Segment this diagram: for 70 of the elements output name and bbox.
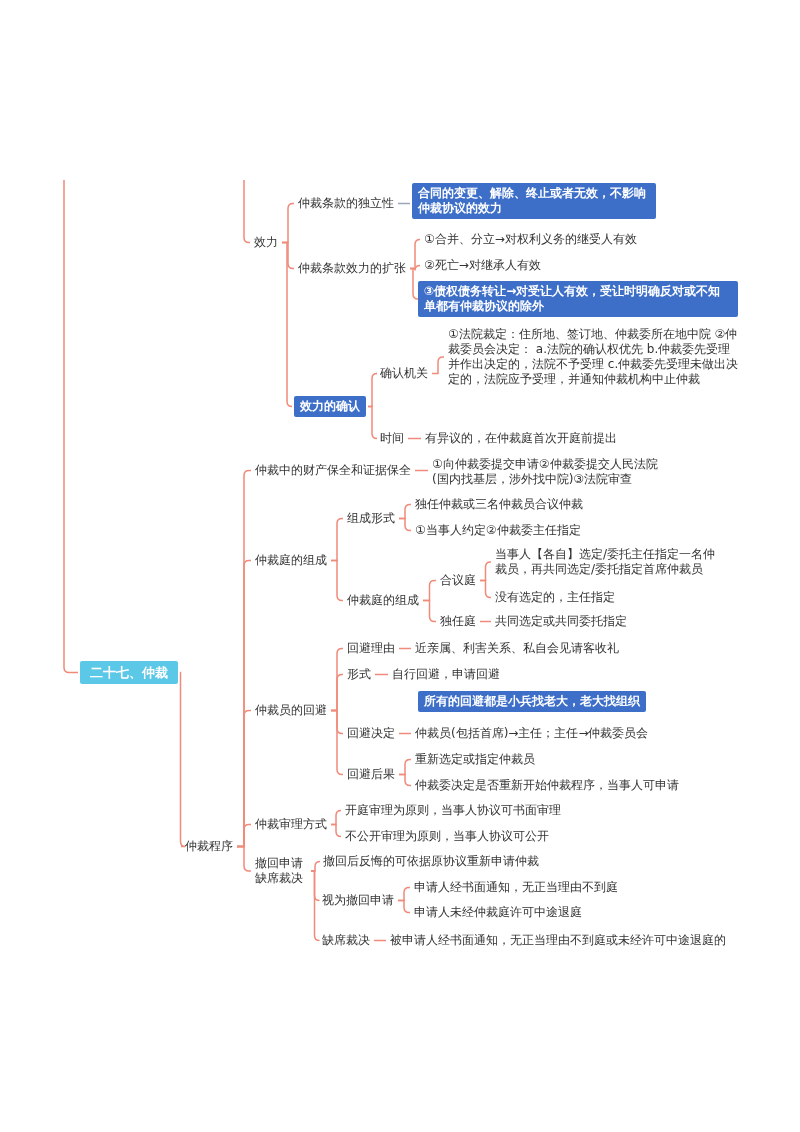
topic-text: 组成形式 (345, 510, 397, 527)
topic-text: ①合并、分立→对权利义务的继受人有效 (422, 231, 639, 248)
topic-text: 独任仲裁或三名仲裁员合议仲裁 (413, 496, 585, 513)
topic-text: 视为撤回申请 (320, 892, 396, 909)
connector-line (367, 405, 378, 440)
topic-text: 开庭审理为原则，当事人协议可书面审理 (343, 802, 563, 819)
topic-text: 合议庭 (438, 572, 478, 589)
topic-text: 仲裁员的回避 (253, 702, 329, 719)
topic-text: 确认机关 (378, 365, 430, 382)
topic-text: ①当事人约定②仲裁委主任指定 (413, 522, 583, 539)
topic-text: 时间 (378, 430, 406, 447)
connector-line (431, 356, 445, 375)
connector-line (373, 939, 387, 942)
topic-text: 自行回避，申请回避 (390, 666, 502, 683)
connector-line (310, 870, 321, 942)
topic-text: 不公开审理为原则，当事人协议可公开 (343, 828, 551, 845)
connector-line (479, 579, 492, 599)
topic-text: 回避理由 (345, 640, 397, 657)
connector-line (330, 559, 344, 602)
root-topic-box: 二十七、仲裁 (80, 661, 178, 684)
topic-text: 撤回申请缺席裁决 (253, 855, 309, 887)
topic-text: 仲裁程序 (183, 838, 235, 855)
connector-line (397, 899, 411, 914)
highlight-box: 效力的确认 (294, 396, 366, 417)
topic-text: 缺席裁决 (320, 932, 372, 949)
topic-text: 被申请人经书面通知，无正当理由不到庭或未经许可中途退庭的 (388, 932, 728, 949)
connector-line (479, 620, 492, 623)
topic-text: 撤回后反悔的可依据原协议重新申请仲裁 (321, 853, 541, 870)
topic-text: 没有选定的，主任指定 (493, 589, 617, 606)
highlight-box: 所有的回避都是小兵找老大，老大找组织 (418, 691, 646, 712)
connector-line (397, 202, 411, 205)
connector-line (398, 647, 412, 650)
topic-text: 独任庭 (438, 613, 478, 630)
topic-text: 仲裁条款效力的扩张 (296, 260, 408, 277)
connector-line (281, 241, 293, 408)
connector-line (330, 709, 344, 776)
connector-line (179, 671, 187, 848)
topic-text: 仲裁庭的组成 (345, 592, 421, 609)
topic-text: 有异议的，在仲裁庭首次开庭前提出 (423, 430, 619, 447)
connector-line (409, 267, 419, 300)
topic-text: 形式 (345, 666, 373, 683)
topic-text: 申请人经书面通知，无正当理由不到庭 (412, 879, 620, 896)
topic-text: 效力 (252, 234, 280, 251)
topic-text: 仲裁审理方式 (253, 816, 329, 833)
connector-line (330, 823, 342, 838)
connector-line (422, 599, 437, 623)
connector-line (398, 517, 412, 532)
topic-text: 共同选定或共同委托指定 (493, 613, 629, 630)
connector-line (414, 469, 429, 472)
topic-text: 仲裁委决定是否重新开始仲裁程序，当事人可申请 (413, 777, 681, 794)
topic-text: 回避后果 (345, 766, 397, 783)
topic-text: 仲裁中的财产保全和证据保全 (253, 462, 413, 479)
topic-text: ①向仲裁委提交申请②仲裁委提交人民法院(国内找基层，涉外找中院)③法院审查 (430, 456, 674, 488)
topic-text: 仲裁庭的组成 (253, 552, 329, 569)
topic-text: ①法院裁定：住所地、签订地、仲裁委所在地中院 ②仲裁委员会决定： a.法院的确认权优先 b.仲裁委先受理并作出决定的，法院不予受理 c.仲裁委先受理未做出决定的，法院应予受理，并通知仲裁机构中止仲裁 (446, 326, 742, 388)
highlight-box: 合同的变更、解除、终止或者无效，不影响仲裁协议的效力 (412, 183, 656, 219)
topic-text: 仲裁条款的独立性 (296, 195, 396, 212)
connector-line (243, 179, 251, 244)
highlight-box: ③债权债务转让→对受让人有效，受让时明确反对或不知单都有仲裁协议的除外 (418, 281, 738, 317)
topic-text: 当事人【各自】选定/委托主任指定一名仲裁员，再共同选定/委托指定首席仲裁员 (493, 546, 723, 578)
topic-text: ②死亡→对继承人有效 (422, 257, 543, 274)
connector-line (398, 732, 412, 735)
connector-line (407, 437, 422, 440)
topic-text: 近亲属、利害关系、私自会见请客收礼 (413, 640, 621, 657)
connector-line (398, 773, 412, 787)
topic-text: 申请人未经仲裁庭许可中途退庭 (412, 904, 584, 921)
topic-text: 回避决定 (345, 725, 397, 742)
connector-line (374, 673, 389, 676)
topic-text: 重新选定或指定仲裁员 (413, 751, 537, 768)
topic-text: 仲裁员(包括首席)→主任；主任→仲裁委员会 (413, 725, 651, 742)
